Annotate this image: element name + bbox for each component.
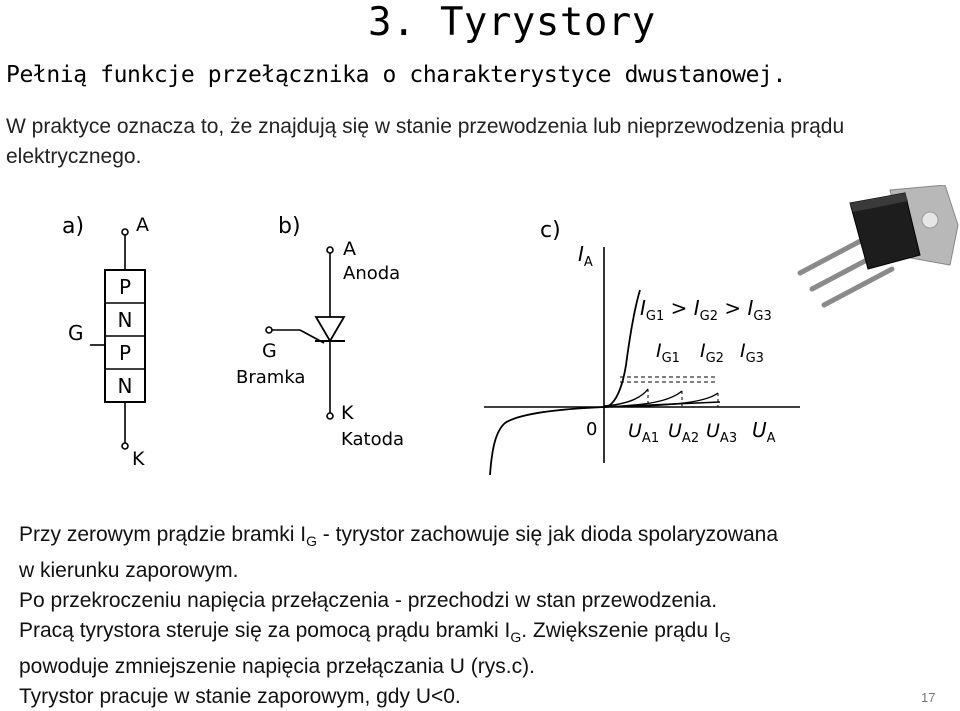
curve-label-ig1: IG1 [656,340,680,366]
layer-label: N [118,374,133,398]
panel-c-label: c) [540,218,561,243]
gate-dot [265,326,273,334]
body-text: Przy zerowym prądzie bramki IG - tyrysto… [19,520,954,711]
tick-ua3: UA3 [706,420,737,446]
layer-label: N [118,308,133,332]
x-axis-label: UA [752,418,776,446]
intro-text: W praktyce oznacza to, że znajdują się w… [6,115,845,168]
subscript: G [306,533,317,550]
tick-ua2: UA2 [668,420,699,446]
panel-c: c) IA UA 0 IG1 > IG2 > IG3 [484,218,800,476]
terminal-k-dot [121,442,129,450]
body-text-span: Przy zerowym prądzie bramki I [19,523,307,546]
body-line-4: Pracą tyrystora steruje się za pomocą pr… [19,616,954,652]
conducting-branch [603,289,641,408]
gate-letter: G [262,340,277,362]
subscript: G [510,629,522,646]
body-text-span: . Zwiększenie prądu I [521,619,720,643]
panel-a: a) A P N P N G K [62,214,149,470]
panel-a-label: a) [62,214,84,239]
body-text-span: Pracą tyrystora steruje się za pomocą pr… [19,619,511,643]
terminal-a-dot [121,228,129,236]
slide-title: 3. Tyrystory [368,0,656,45]
body-line-5: powoduje zmniejszenie napięcia przełącza… [19,655,535,679]
anode-name: Anoda [343,263,400,284]
thyristor-figure: a) A P N P N G K b) A Anoda [62,185,959,476]
reverse-branch [489,406,605,476]
cathode-name: Katoda [341,429,404,450]
terminal-g-label: G [68,321,84,345]
origin-label: 0 [586,419,597,440]
layer-label: P [119,275,131,299]
panel-b: b) A Anoda G Bramka K Katoda [236,214,404,450]
diode-triangle [314,316,346,343]
tick-ua1: UA1 [628,420,659,446]
body-text-span: - tyrystor zachowuje się jak dioda spola… [316,523,779,546]
body-line-3: Po przekroczeniu napięcia przełączenia -… [19,589,718,613]
anode-letter: A [343,238,356,260]
y-axis-label: IA [578,242,593,270]
body-line-1: Przy zerowym prądzie bramki IG - tyrysto… [19,520,954,556]
terminal-k-label: K [132,448,145,470]
anode-dot [326,246,334,254]
cathode-dot [326,412,334,420]
subscript: G [719,629,731,646]
terminal-a-label: A [136,214,149,236]
curve-ig1 [603,388,649,407]
relation-label: IG1 > IG2 > IG3 [640,296,772,324]
slide-subtitle: Pełnią funkcje przełącznika o charaktery… [6,62,786,88]
body-line-2: w kierunku zaporowym. [19,559,239,583]
curve-label-ig2: IG2 [700,340,724,366]
curve-ig3 [603,392,719,408]
gate-name: Bramka [236,367,305,388]
body-line-6: Tyrystor pracuje w stanie zaporowym, gdy… [19,685,461,709]
page-number: 17 [921,690,936,705]
layer-label: P [119,341,131,365]
panel-b-label: b) [278,214,301,239]
cathode-letter: K [341,402,354,424]
curve-label-ig3: IG3 [740,340,764,366]
thyristor-package-image [797,185,959,308]
